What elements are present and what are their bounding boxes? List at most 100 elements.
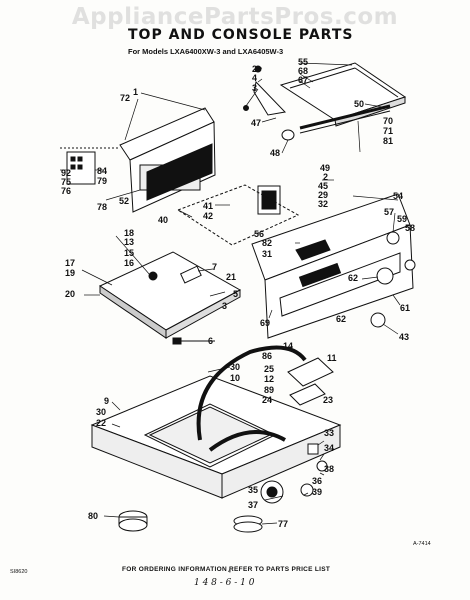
callout-61: 61	[400, 303, 410, 313]
washer-top-part	[90, 345, 342, 499]
callout-86: 86	[262, 351, 272, 361]
timer-part	[176, 184, 300, 246]
callout-62a: 62	[348, 273, 358, 283]
wire-harness-part	[60, 147, 120, 185]
callout-9: 9	[104, 396, 109, 406]
callout-labels: 2 4 3 72 1 55 68 67 50 47 48 70 71 81 49…	[61, 57, 415, 529]
knob-62b-part	[370, 312, 386, 328]
callout-69: 69	[260, 318, 270, 328]
knob-58-part	[404, 259, 416, 271]
knob-57-part	[386, 231, 400, 245]
callout-2: 2	[252, 64, 257, 74]
callout-89: 89	[264, 385, 274, 395]
callout-19: 19	[65, 268, 75, 278]
callout-75: 75	[61, 177, 71, 187]
left-print-code: SI8620	[10, 569, 28, 575]
footer-handwritten-code: 1 4 8 - 6 - 1 0	[194, 578, 255, 588]
callout-32: 32	[318, 199, 328, 209]
callout-22: 22	[96, 418, 106, 428]
page-title: TOP AND CONSOLE PARTS	[128, 27, 354, 43]
callout-67: 67	[298, 75, 308, 85]
callout-15: 15	[124, 248, 134, 258]
callout-37: 37	[248, 500, 258, 510]
end-cap-panel-part	[119, 107, 216, 213]
ordering-info-note: FOR ORDERING INFORMATION REFER TO PARTS …	[122, 566, 331, 573]
callout-20: 20	[65, 289, 75, 299]
callout-7: 7	[212, 262, 217, 272]
callout-34: 34	[324, 443, 334, 453]
callout-70: 70	[383, 116, 393, 126]
callout-3b: 3	[222, 301, 227, 311]
callout-3: 3	[252, 83, 257, 93]
callout-59: 59	[397, 214, 407, 224]
callout-57: 57	[384, 207, 394, 217]
callout-40: 40	[158, 215, 168, 225]
callout-55: 55	[298, 57, 308, 67]
callout-41: 41	[203, 201, 213, 211]
callout-68: 68	[298, 66, 308, 76]
callout-25: 25	[264, 364, 274, 374]
callout-52: 52	[119, 196, 129, 206]
callout-92: 92	[61, 168, 71, 178]
ring-77-part	[233, 515, 263, 533]
callout-5: 5	[233, 289, 238, 299]
callout-29: 29	[318, 190, 328, 200]
callout-12: 12	[264, 374, 274, 384]
callout-42: 42	[203, 211, 213, 221]
callout-48: 48	[270, 148, 280, 158]
callout-62b: 62	[336, 314, 346, 324]
callout-72: 72	[120, 93, 130, 103]
callout-17: 17	[65, 258, 75, 268]
callout-21: 21	[226, 272, 236, 282]
callout-76: 76	[61, 186, 71, 196]
callout-1: 1	[133, 87, 138, 97]
callout-10: 10	[230, 373, 240, 383]
callout-50: 50	[354, 99, 364, 109]
callout-18: 18	[124, 228, 134, 238]
callout-4: 4	[252, 73, 257, 83]
callout-81: 81	[383, 136, 393, 146]
callout-77: 77	[278, 519, 288, 529]
callout-39: 39	[312, 487, 322, 497]
callout-30a: 30	[230, 362, 240, 372]
callout-14: 14	[283, 341, 293, 351]
callout-24: 24	[262, 395, 272, 405]
watermark: AppliancePartsPros.com	[71, 4, 399, 30]
callout-33: 33	[324, 428, 334, 438]
callout-78: 78	[97, 202, 107, 212]
callout-6: 6	[208, 336, 213, 346]
callout-16: 16	[124, 258, 134, 268]
callout-13: 13	[124, 237, 134, 247]
callout-2b: 2	[323, 172, 328, 182]
callout-35: 35	[248, 485, 258, 495]
callout-30b: 30	[96, 407, 106, 417]
leader-lines	[60, 62, 401, 525]
callout-84: 84	[97, 166, 107, 176]
callout-49: 49	[320, 163, 330, 173]
callout-56: 56	[254, 229, 264, 239]
lid-switch-part	[287, 357, 334, 406]
callout-71: 71	[383, 126, 393, 136]
page-subtitle: For Models LXA6400XW-3 and LXA6405W-3	[128, 47, 284, 56]
callout-43: 43	[399, 332, 409, 342]
callout-58: 58	[405, 223, 415, 233]
footer-dot: 4	[228, 569, 231, 575]
callout-31: 31	[262, 249, 272, 259]
callout-23: 23	[323, 395, 333, 405]
knob-48-part	[281, 129, 295, 141]
callout-11: 11	[327, 353, 337, 363]
callout-79: 79	[97, 176, 107, 186]
console-base-plate-part	[98, 251, 242, 339]
knob-62a-part	[376, 267, 394, 285]
callout-45: 45	[318, 181, 328, 191]
callout-54: 54	[393, 191, 403, 201]
callout-47: 47	[251, 118, 261, 128]
control-panel-part	[251, 193, 414, 339]
callout-80: 80	[88, 511, 98, 521]
callout-38: 38	[324, 464, 334, 474]
callout-36: 36	[312, 476, 322, 486]
diagram-reference-code: A-7414	[413, 541, 431, 547]
callout-82: 82	[262, 238, 272, 248]
